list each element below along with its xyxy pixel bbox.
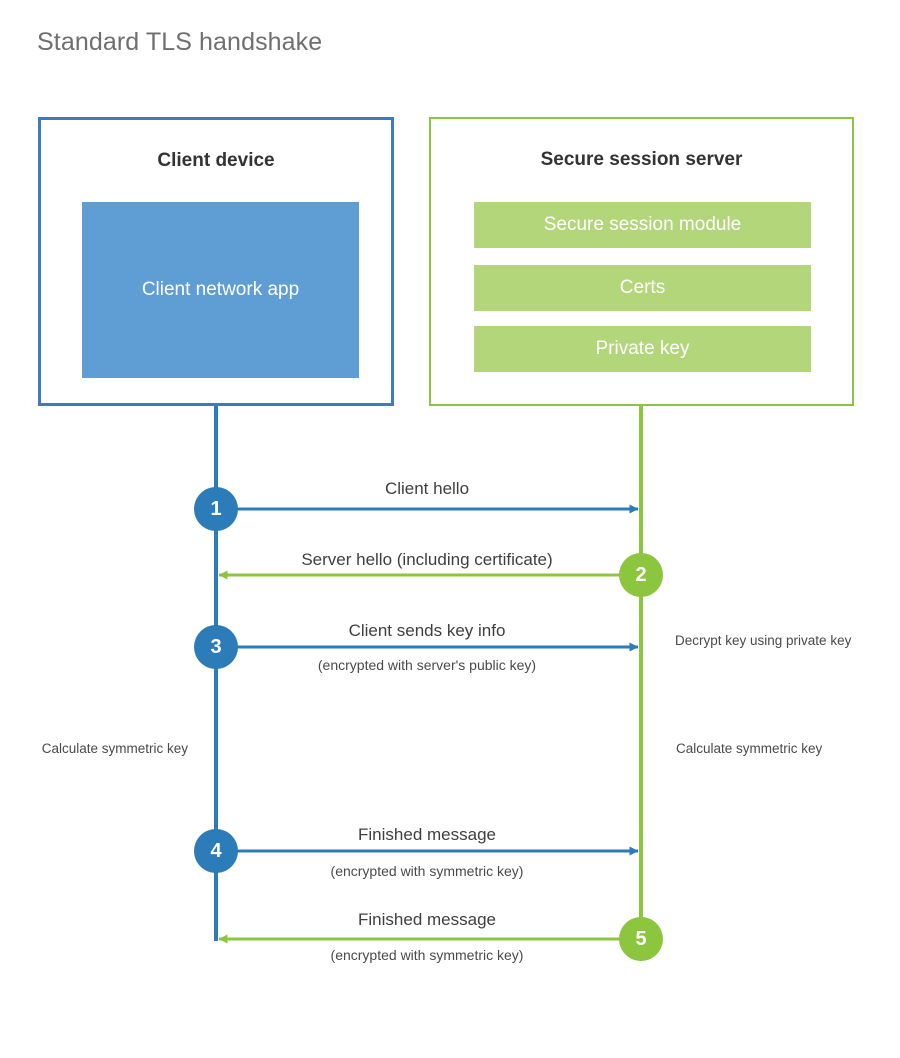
step-marker-1[interactable]: 1 (194, 487, 238, 531)
secure-session-server-title: Secure session server (540, 149, 743, 170)
message-sublabel-5: (encrypted with symmetric key) (330, 947, 524, 963)
step-marker-4[interactable]: 4 (194, 829, 238, 873)
server-module-bar: Secure session module (474, 202, 811, 248)
message-label-1: Client hello (384, 479, 470, 498)
page-title: Standard TLS handshake (37, 28, 323, 56)
server-certs-bar: Certs (474, 265, 811, 311)
client-device-title: Client device (157, 150, 275, 171)
message-sublabel-3: (encrypted with server's public key) (317, 657, 537, 673)
secure-session-server-box: Secure session server Secure session mod… (429, 117, 854, 406)
client-device-box: Client device Client network app (38, 117, 394, 406)
note-server-calculate-symmetric-key: Calculate symmetric key (676, 741, 823, 756)
message-label-4: Finished message (358, 825, 496, 844)
note-decrypt-key: Decrypt key using private key (675, 633, 852, 648)
message-label-5: Finished message (358, 910, 496, 929)
server-private-key-bar: Private key (474, 326, 811, 372)
note-client-calculate-symmetric-key: Calculate symmetric key (41, 741, 188, 756)
client-network-app-block: Client network app (82, 202, 359, 378)
step-marker-5[interactable]: 5 (619, 917, 663, 961)
message-label-2: Server hello (including certificate) (301, 550, 553, 569)
message-sublabel-4: (encrypted with symmetric key) (330, 863, 524, 879)
message-label-3: Client sends key info (348, 621, 506, 640)
step-marker-2[interactable]: 2 (619, 553, 663, 597)
step-marker-3[interactable]: 3 (194, 625, 238, 669)
